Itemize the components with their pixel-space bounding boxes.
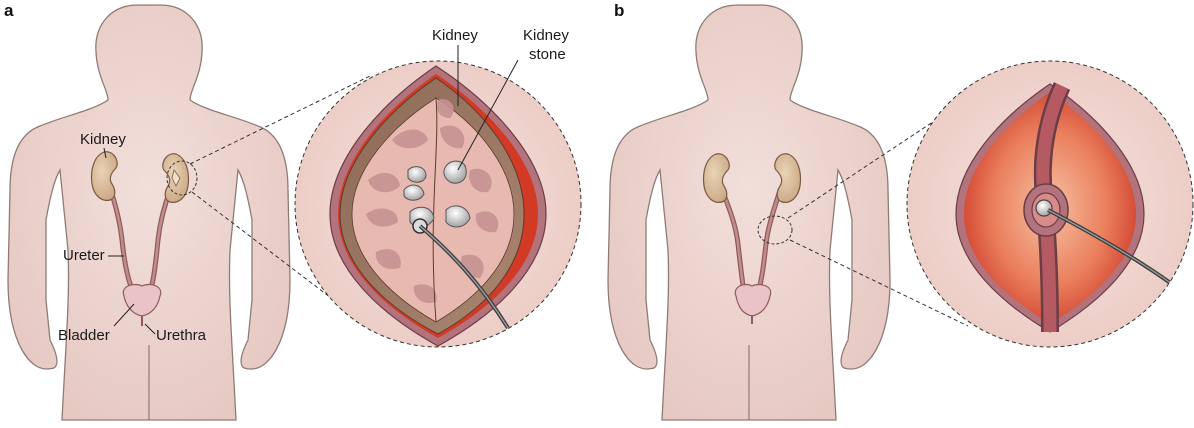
- inset-b: [906, 60, 1194, 348]
- scope-fiber-b-highlight: [1047, 209, 1181, 291]
- body-silhouette-a: [7, 4, 291, 421]
- label-kidney-stone-1: Kidney: [523, 27, 569, 44]
- kidney-seam-a: [432, 97, 438, 323]
- panel-b-letter: b: [614, 1, 624, 20]
- ureter-left-b-inner: [720, 188, 746, 294]
- kidney-left-a: [90, 151, 118, 201]
- body-silhouette-b: [607, 4, 891, 421]
- stone-b: [1035, 199, 1053, 217]
- kidney-left-b: [702, 153, 730, 203]
- inset-a: Kidney Kidney stone: [294, 27, 582, 348]
- panel-b: b: [607, 1, 1194, 421]
- kidney-stone-icon: [403, 160, 471, 228]
- leader-urethra: [144, 323, 156, 335]
- leader-kidney: [103, 147, 107, 159]
- ureter-right-a-inner: [148, 186, 173, 294]
- label-ureter: Ureter: [63, 247, 105, 264]
- label-kidney-inset: Kidney: [432, 27, 478, 44]
- zoom-line-top-a: [189, 75, 371, 165]
- label-urethra: Urethra: [156, 327, 207, 344]
- zoom-marker-b: [757, 215, 793, 245]
- kidney-right-b: [774, 153, 802, 203]
- leader-kidney-stone: [457, 59, 519, 171]
- panel-a: a Kidney Ureter Bladder Urethra: [4, 1, 582, 421]
- leader-bladder: [113, 303, 135, 327]
- label-kidney-body: Kidney: [80, 131, 126, 148]
- label-kidney-stone-2: stone: [529, 46, 566, 63]
- zoom-line-bottom-b: [789, 239, 969, 327]
- kidney-right-a-detail: [171, 169, 181, 187]
- label-bladder: Bladder: [58, 327, 110, 344]
- bladder-b: [734, 283, 772, 317]
- zoom-marker-a: [166, 160, 198, 196]
- ureter-right-b-inner: [756, 188, 782, 294]
- panel-a-letter: a: [4, 1, 14, 20]
- ureter-left-a-inner: [108, 186, 135, 294]
- bladder-a: [122, 283, 162, 317]
- scope-fiber-a-highlight: [419, 225, 509, 329]
